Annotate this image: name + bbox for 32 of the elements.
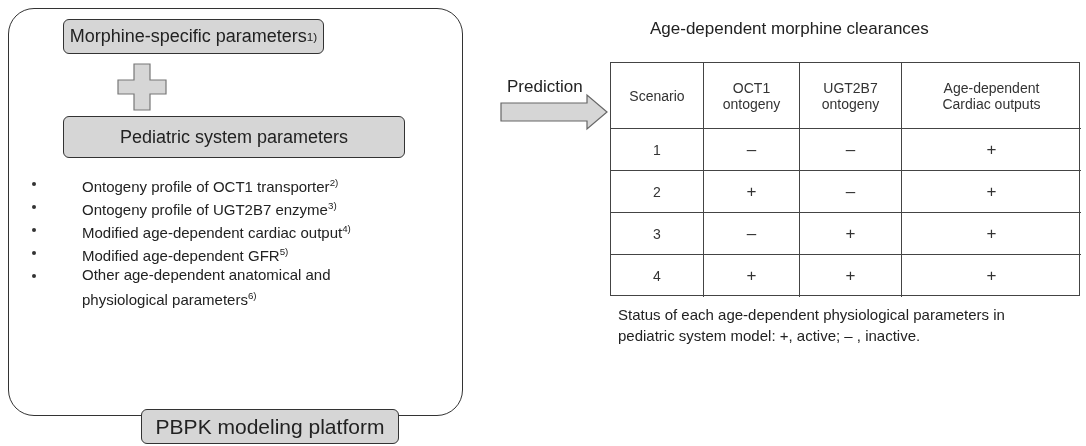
table-cell-text: +: [985, 265, 998, 287]
table-cell: +: [800, 213, 902, 255]
column-header: UGT2B7 ontogeny: [800, 63, 902, 129]
platform-label: PBPK modeling platform: [141, 409, 399, 444]
table-cell: –: [704, 129, 800, 171]
table-cell: 4: [611, 255, 704, 297]
table-cell: –: [800, 129, 902, 171]
table-cell: +: [902, 171, 1081, 213]
prediction-arrow: [500, 93, 608, 131]
edge-label: Prediction: [507, 77, 583, 97]
bullet-text: Other age-dependent anatomical and physiological parameters$^{6)}$: [82, 265, 332, 310]
table-cell: 3: [611, 213, 704, 255]
table-cell: +: [704, 255, 800, 297]
platform-frame: [8, 8, 463, 416]
parameter-box: Pediatric system parameters: [63, 116, 405, 158]
table-cell: +: [902, 129, 1081, 171]
table-cell: 2: [611, 171, 704, 213]
bullet-text: Modified age-dependent GFR$^{5)}$: [82, 245, 290, 266]
bullet-text: Ontogeny profile of OCT1 transporter$^{2)}$: [82, 176, 340, 197]
column-header: OCT1 ontogeny: [704, 63, 800, 129]
table-cell: –: [800, 171, 902, 213]
bullet-text: Modified age-dependent cardiac output$^{4)}$: [82, 222, 352, 243]
column-header: Scenario: [611, 63, 704, 129]
table-cell: +: [800, 255, 902, 297]
table-cell: +: [704, 171, 800, 213]
bullet-text: Ontogeny profile of UGT2B7 enzyme$^{3)}$: [82, 199, 338, 220]
table-cell: –: [704, 213, 800, 255]
table-cell: +: [902, 213, 1081, 255]
column-header: Age-dependent Cardiac outputs: [902, 63, 1081, 129]
table-cell: 1: [611, 129, 704, 171]
table-caption: Status of each age-dependent physiological parameters in pediatric system model: +, active; – , inactive.: [618, 305, 1006, 346]
table-title: Age-dependent morphine clearances: [650, 19, 929, 39]
